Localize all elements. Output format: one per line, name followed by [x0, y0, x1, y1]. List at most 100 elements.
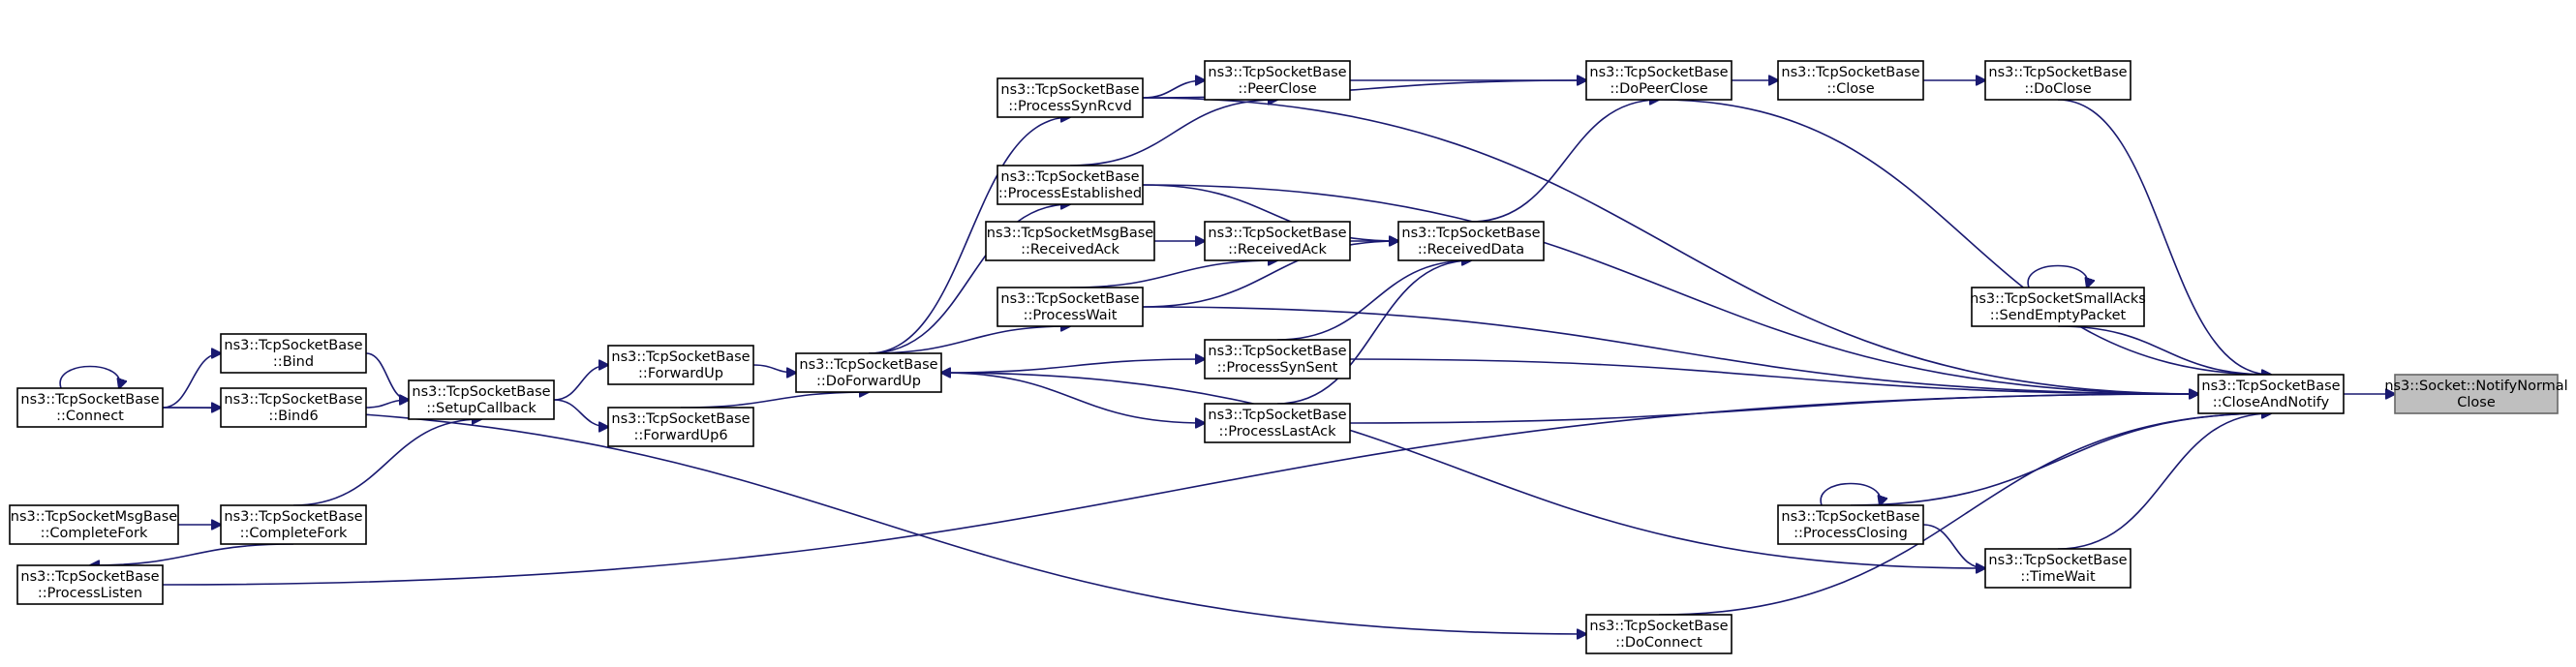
node-box [220, 333, 367, 374]
node-time-wait[interactable]: ns3::TcpSocketBase::TimeWait [1984, 548, 2131, 589]
node-box [2394, 374, 2559, 414]
node-box [1204, 403, 1351, 443]
node-label-line1: ns3::TcpSocketBase [1781, 509, 1919, 525]
node-label-line2: ::ProcessSynSent [1217, 360, 1338, 376]
node-box [1984, 548, 2131, 589]
edge-forward-up-to-do-forward-up [752, 364, 796, 373]
node-close[interactable]: ns3::TcpSocketBase::Close [1777, 60, 1924, 101]
nodes-layer: ns3::Socket::NotifyNormalClosens3::TcpSo… [9, 60, 2568, 654]
node-box [1204, 60, 1351, 101]
node-label-line1: ns3::TcpSocketMsgBase [11, 509, 178, 525]
node-label-line1: ns3::TcpSocketBase [1000, 291, 1139, 307]
node-label-line2: ::ProcessLastAck [1218, 424, 1336, 440]
node-label-line1: ns3::TcpSocketMsgBase [987, 226, 1154, 241]
node-label-line1: ns3::TcpSocketBase [20, 569, 159, 585]
node-label-line1: ns3::TcpSocketBase [2201, 379, 2340, 394]
node-label-line2: ::ProcessClosing [1794, 526, 1908, 541]
node-box [1777, 504, 1924, 545]
node-process-last-ack[interactable]: ns3::TcpSocketBase::ProcessLastAck [1204, 403, 1351, 443]
node-box [1204, 339, 1351, 379]
edge-process-established-to-peer-close [1069, 100, 1277, 167]
node-bind6[interactable]: ns3::TcpSocketBase::Bind6 [220, 387, 367, 428]
node-msg-complete-fork[interactable]: ns3::TcpSocketMsgBase::CompleteFork [9, 504, 179, 545]
node-send-empty-packet[interactable]: ns3::TcpSocketSmallAcks::SendEmptyPacket [1970, 287, 2146, 327]
node-box [997, 165, 1144, 205]
node-bind[interactable]: ns3::TcpSocketBase::Bind [220, 333, 367, 374]
node-label-line1: ns3::TcpSocketBase [1208, 408, 1346, 423]
node-do-forward-up[interactable]: ns3::TcpSocketBase::DoForwardUp [795, 352, 942, 393]
node-received-ack[interactable]: ns3::TcpSocketBase::ReceivedAck [1204, 221, 1351, 261]
node-complete-fork[interactable]: ns3::TcpSocketBase::CompleteFork [220, 504, 367, 545]
node-label-line1: ns3::TcpSocketBase [20, 392, 159, 408]
node-label-line1: ns3::TcpSocketBase [412, 384, 550, 400]
node-forward-up[interactable]: ns3::TcpSocketBase::ForwardUp [607, 345, 754, 385]
edge-process-last-ack-to-close-and-notify [1349, 394, 2198, 424]
node-close-and-notify[interactable]: ns3::TcpSocketBase::CloseAndNotify [2197, 374, 2345, 414]
node-label-line2: ::ReceivedData [1418, 242, 1524, 258]
node-do-close[interactable]: ns3::TcpSocketBase::DoClose [1984, 60, 2131, 101]
edge-process-syn-rcvd-to-close-and-notify [1142, 97, 2198, 394]
edge-process-syn-sent-to-close-and-notify [1349, 358, 2198, 394]
node-box [2197, 374, 2345, 414]
node-label-line2: ::CloseAndNotify [2213, 395, 2330, 410]
edge-process-syn-rcvd-to-peer-close [1142, 80, 1205, 99]
node-label-line2: ::TimeWait [2020, 569, 2096, 585]
node-peer-close[interactable]: ns3::TcpSocketBase::PeerClose [1204, 60, 1351, 101]
edge-process-closing-to-time-wait [1922, 524, 1985, 568]
node-label-line1: ns3::TcpSocketBase [1988, 553, 2127, 568]
node-box [1585, 614, 1733, 654]
edge-process-listen-to-close-and-notify [162, 394, 2198, 586]
edge-connect-to-do-connect [162, 407, 1586, 634]
node-label-line2: ::SetupCallback [426, 401, 537, 416]
node-process-syn-sent[interactable]: ns3::TcpSocketBase::ProcessSynSent [1204, 339, 1351, 379]
node-label-line2: ::CompleteFork [41, 526, 148, 541]
edge-connect-to-connect [59, 365, 120, 389]
node-box [1777, 60, 1924, 101]
node-label-line2: ::SendEmptyPacket [1990, 308, 2127, 323]
node-process-established[interactable]: ns3::TcpSocketBase::ProcessEstablished [997, 165, 1144, 205]
node-label-line1: ns3::Socket::NotifyNormal [2384, 379, 2567, 394]
node-process-wait[interactable]: ns3::TcpSocketBase::ProcessWait [997, 287, 1144, 327]
node-label-line1: ns3::TcpSocketBase [1401, 226, 1540, 241]
node-box [1585, 60, 1733, 101]
node-label-line2: ::Close [1826, 81, 1874, 97]
edge-do-forward-up-to-process-syn-rcvd [868, 117, 1070, 354]
edge-do-close-to-close-and-notify [2057, 99, 2271, 375]
edge-received-data-to-do-peer-close [1470, 100, 1659, 223]
node-label-line1: ns3::TcpSocketBase [611, 411, 750, 427]
edge-time-wait-to-close-and-notify [2057, 413, 2271, 550]
node-box [9, 504, 179, 545]
edge-do-forward-up-to-process-syn-sent [940, 359, 1205, 374]
node-connect[interactable]: ns3::TcpSocketBase::Connect [16, 387, 164, 428]
node-label-line1: ns3::TcpSocketBase [1781, 65, 1919, 80]
node-box [1204, 221, 1351, 261]
edge-process-established-to-received-data [1142, 184, 1398, 241]
node-received-data[interactable]: ns3::TcpSocketBase::ReceivedData [1397, 221, 1545, 261]
edge-process-established-to-close-and-notify [1142, 184, 2198, 394]
edge-setup-callback-to-forward-up6 [553, 399, 608, 427]
node-box [795, 352, 942, 393]
edge-send-empty-packet-to-send-empty-packet [2027, 264, 2088, 288]
node-box [607, 407, 754, 447]
node-label-line2: ::ForwardUp6 [633, 428, 727, 443]
node-do-peer-close[interactable]: ns3::TcpSocketBase::DoPeerClose [1585, 60, 1733, 101]
node-label-line1: ns3::TcpSocketBase [224, 338, 362, 353]
node-do-connect[interactable]: ns3::TcpSocketBase::DoConnect [1585, 614, 1733, 654]
node-label-line2: ::ReceivedAck [1021, 242, 1119, 258]
edge-process-closing-to-process-closing [1820, 482, 1881, 506]
node-msg-received-ack[interactable]: ns3::TcpSocketMsgBase::ReceivedAck [985, 221, 1155, 261]
node-setup-callback[interactable]: ns3::TcpSocketBase::SetupCallback [408, 379, 555, 420]
node-forward-up6[interactable]: ns3::TcpSocketBase::ForwardUp6 [607, 407, 754, 447]
edge-do-connect-to-close-and-notify [1658, 413, 2271, 616]
node-label-line1: ns3::TcpSocketBase [1000, 169, 1139, 185]
node-box [1397, 221, 1545, 261]
node-process-listen[interactable]: ns3::TcpSocketBase::ProcessListen [16, 564, 164, 605]
edge-bind6-to-setup-callback [365, 400, 409, 409]
node-box [985, 221, 1155, 261]
node-process-syn-rcvd[interactable]: ns3::TcpSocketBase::ProcessSynRcvd [997, 77, 1144, 118]
node-process-closing[interactable]: ns3::TcpSocketBase::ProcessClosing [1777, 504, 1924, 545]
node-box [1984, 60, 2131, 101]
node-label-line1: ns3::TcpSocketBase [1000, 82, 1139, 98]
